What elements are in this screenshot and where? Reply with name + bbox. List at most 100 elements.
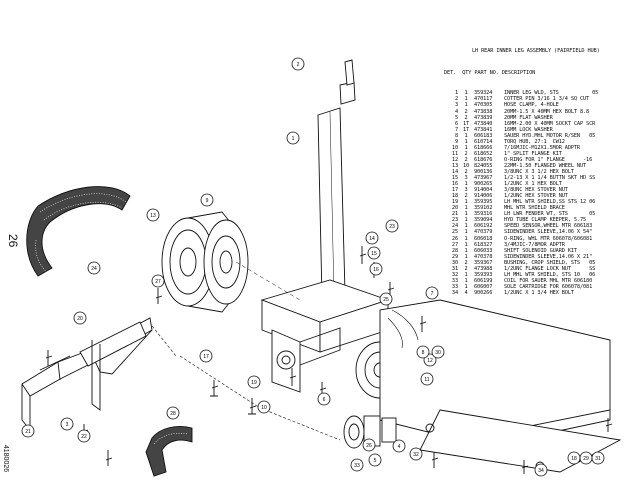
callout-23: 23: [385, 219, 399, 233]
parts-det-cell: 27: [451, 241, 458, 248]
callout-label: 7: [431, 291, 434, 297]
parts-part-cell: 473839: [474, 114, 493, 121]
callout-label: 13: [150, 213, 156, 219]
callout-label: 34: [538, 468, 544, 474]
parts-desc-cell: 1/2-13 X 1 1/4 BUTTN SKT HD SS: [504, 175, 596, 182]
parts-det-cell: 10: [451, 144, 458, 151]
callout-14: 14: [365, 231, 379, 245]
parts-det-cell: 13: [451, 162, 458, 169]
parts-qty-cell: 2: [464, 108, 468, 115]
parts-det-cell: 9: [454, 138, 458, 145]
parts-desc-cell: 1/2UNC X 1 3/4 HEX BOLT: [504, 289, 574, 296]
callout-label: 20: [77, 316, 83, 322]
parts-desc-cell: 20MM FLAT WASHER: [504, 114, 553, 121]
parts-part-cell: 900265: [474, 181, 493, 188]
solenoid-coil-assembly: [343, 415, 397, 449]
hydraulic-line: [151, 309, 419, 441]
parts-qty-cell: 2: [464, 168, 468, 175]
parts-qty-cell: 3: [464, 175, 468, 182]
callout-label: 24: [91, 266, 97, 272]
callout-27: 27: [151, 274, 165, 288]
parts-det-cell: 12: [451, 156, 458, 163]
motor-water-shield: [379, 299, 622, 473]
callout-10: 10: [257, 400, 271, 414]
parts-part-cell: 359316: [474, 211, 493, 218]
parts-qty-cell: 1: [464, 205, 468, 212]
parts-qty-cell: 1: [464, 277, 468, 284]
parts-det-cell: 11: [451, 150, 458, 157]
callout-label: 12: [427, 358, 433, 364]
parts-det-cell: 17: [451, 187, 458, 194]
parts-part-cell: 473841: [474, 126, 493, 133]
callout-30: 30: [431, 345, 445, 359]
callout-9: 9: [200, 193, 214, 207]
parts-part-cell: 610714: [474, 138, 493, 145]
sidewinder-sleeve-long: [26, 186, 131, 277]
parts-desc-cell: 1/2UNC HEX STOVER NUT: [504, 193, 568, 200]
parts-part-cell: 606183: [474, 132, 493, 139]
callout-22: 22: [77, 429, 91, 443]
parts-part-cell: 470117: [474, 96, 493, 103]
parts-qty-cell: 1T: [462, 126, 470, 133]
parts-desc-cell: O-RING FOR 1" FLANGE -16: [504, 156, 593, 163]
callout-17: 17: [199, 349, 213, 363]
parts-det-cell: 30: [451, 259, 458, 266]
parts-det-cell: 2: [454, 96, 458, 103]
parts-qty-cell: 1: [464, 102, 468, 109]
parts-desc-cell: 1" SPLIT FLANGE KIT: [504, 150, 562, 157]
parts-part-cell: 473838: [474, 108, 493, 115]
parts-desc-cell: HOSE CLAMP, 4-HOLE: [504, 102, 559, 109]
parts-desc-cell: BUSHING, CROP SHIELD, STS 05: [504, 259, 596, 266]
parts-desc-cell: 1/2UNC FLANGE LOCK NUT SS: [504, 265, 596, 272]
callout-1: 1: [286, 131, 300, 145]
parts-det-cell: 18: [451, 193, 458, 200]
callout-label: 19: [251, 380, 257, 386]
parts-list-header: DET. QTY PART NO. DESCRIPTION: [444, 70, 536, 77]
callout-29: 29: [579, 451, 593, 465]
callout-label: 31: [595, 456, 601, 462]
parts-desc-cell: SHIFT SOLENOID GUARD KIT: [504, 247, 577, 254]
parts-qty-cell: 1: [464, 90, 468, 97]
callout-label: 3: [66, 422, 69, 428]
parts-qty-cell: 3: [464, 187, 468, 194]
parts-qty-cell: 2: [464, 265, 468, 272]
callout-balloons: 2191324284627101719231415162021322121153…: [21, 57, 605, 477]
callout-label: 23: [389, 224, 395, 230]
parts-det-cell: 1: [454, 90, 458, 97]
parts-det-cell: 21: [451, 211, 458, 218]
parts-part-cell: 606033: [474, 247, 493, 254]
parts-desc-cell: INNER LEG WLD, STS 05: [504, 90, 599, 97]
callout-label: 4: [398, 444, 401, 450]
parts-desc-cell: MHL WTR SHIELD BRACE: [504, 205, 565, 212]
parts-qty-cell: 1: [464, 247, 468, 254]
parts-part-cell: 359094: [474, 217, 493, 224]
parts-qty-cell: 1: [464, 199, 468, 206]
parts-part-cell: 900136: [474, 168, 493, 175]
parts-desc-cell: SIDEWINDER SLEEVE,14.06 X 21": [504, 253, 593, 260]
parts-desc-cell: LH LWR FENDER WT, STS 05: [504, 211, 596, 218]
callout-33: 33: [350, 458, 364, 472]
parts-desc-cell: 3/8UNC HEX STOVER NUT: [504, 187, 568, 194]
parts-part-cell: 470305: [474, 102, 493, 109]
callout-28: 28: [166, 406, 180, 420]
parts-det-cell: 25: [451, 229, 458, 236]
callout-label: 25: [383, 297, 389, 303]
parts-desc-cell: COTTER PIN 3/16 1 3/4 SQ CUT: [504, 96, 590, 103]
parts-part-cell: 473967: [474, 175, 493, 182]
parts-qty-cell: 1: [464, 217, 468, 224]
parts-qty-cell: 4: [464, 289, 468, 296]
parts-part-cell: 359395: [474, 199, 493, 206]
parts-qty-cell: 2: [464, 114, 468, 121]
callout-12: 12: [423, 353, 437, 367]
